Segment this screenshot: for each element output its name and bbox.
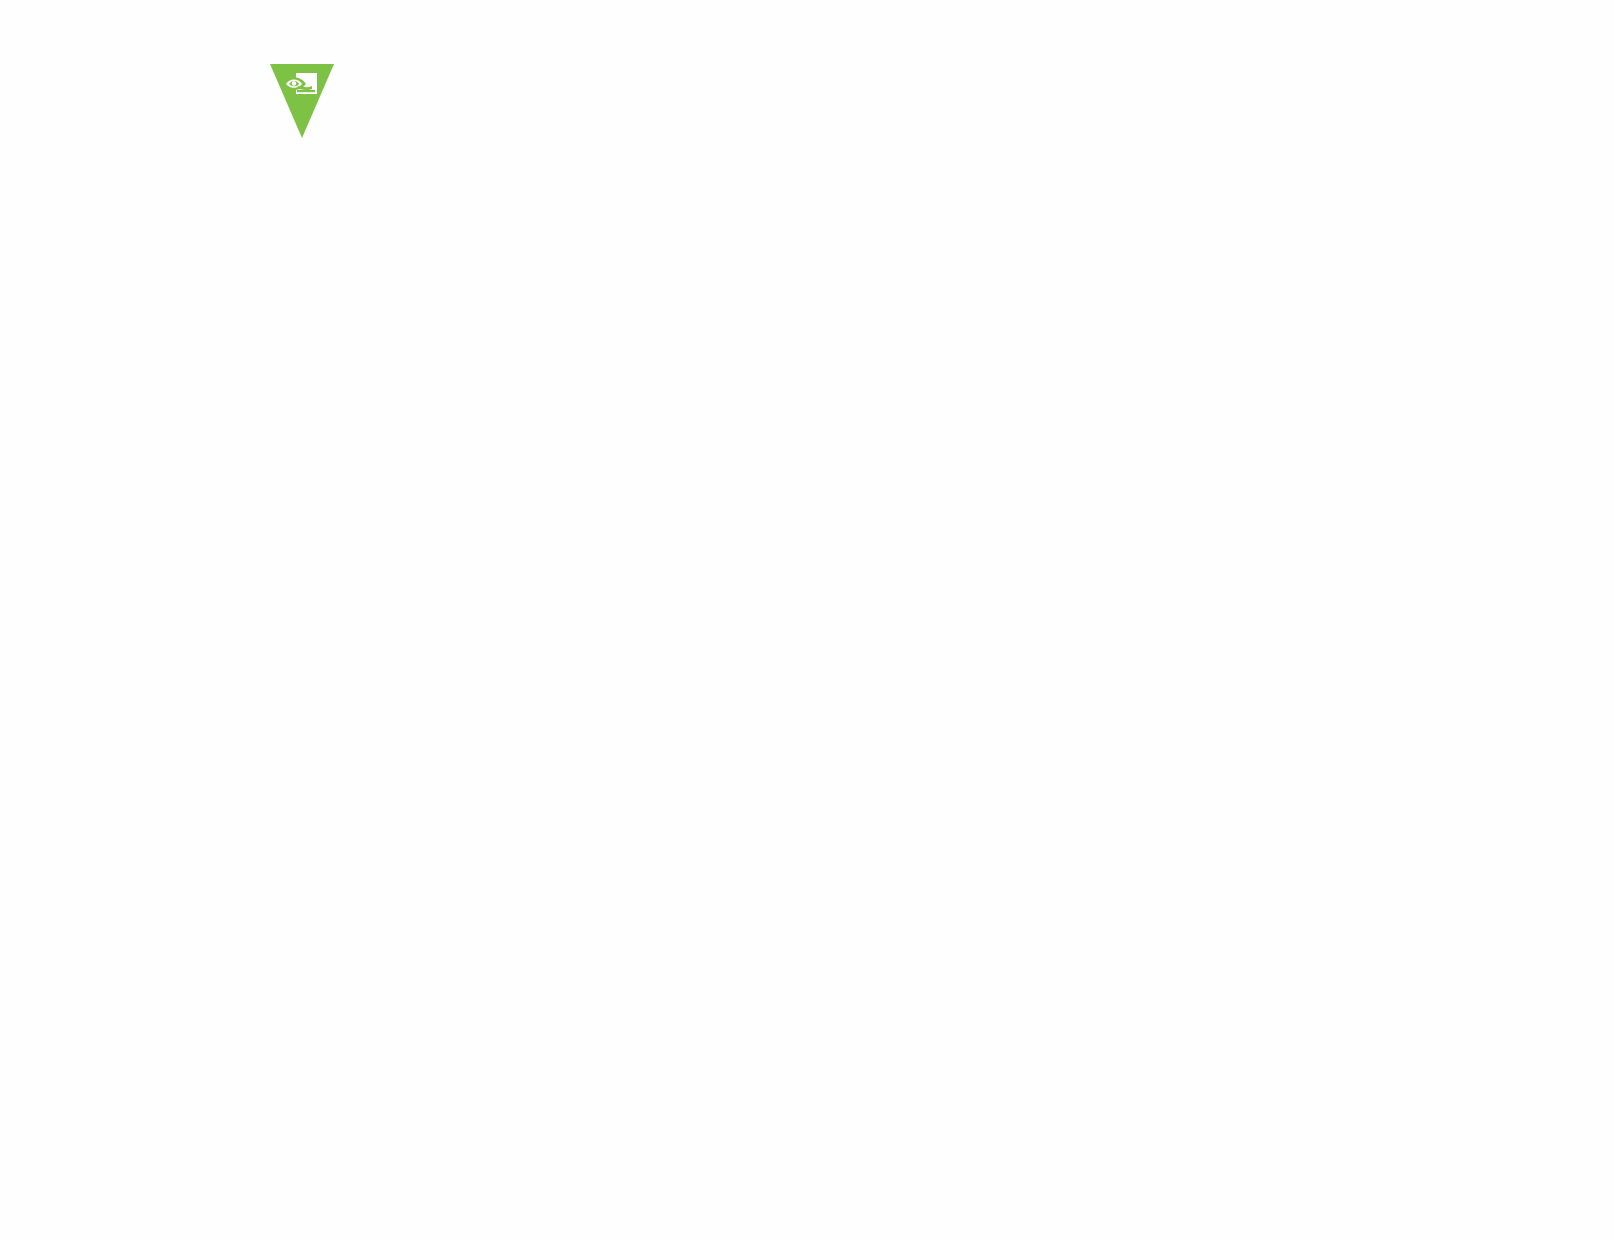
nvidia-logo-badge-icon[interactable]	[270, 64, 334, 138]
nvidia-logo-svg	[270, 64, 334, 138]
eye-swirl-icon	[283, 77, 315, 93]
